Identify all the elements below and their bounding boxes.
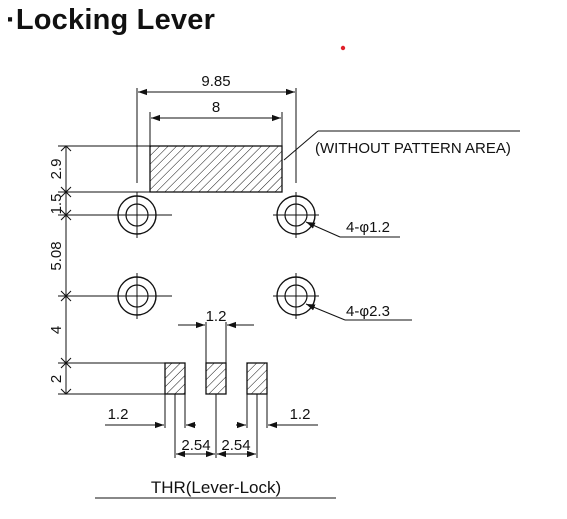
overall-width-label: 9.85 (201, 73, 230, 90)
vertical-dimension-chain: 2.9 1.5 5.08 4 2 (48, 145, 172, 395)
left-offset-label: 1.2 (108, 406, 129, 423)
dimension-left-offset: 1.2 (105, 406, 196, 429)
pad-center (205, 362, 227, 395)
hole-top-right (273, 192, 319, 238)
dimension-overall-width: 9.85 (136, 73, 297, 183)
large-holes-note: 4-φ2.3 (346, 303, 390, 320)
without-pattern-note: (WITHOUT PATTERN AREA) (315, 140, 511, 157)
without-pattern-area (149, 145, 283, 193)
pad-right (246, 362, 268, 395)
accent-dot (340, 45, 346, 51)
dimension-pattern-width: 8 (149, 99, 283, 146)
dimension-right-offset: 1.2 (236, 406, 318, 429)
hole-bottom-left (114, 273, 160, 319)
dim-2-9-label: 2.9 (48, 159, 65, 180)
hole-bottom-right (273, 273, 319, 319)
page-title: ·Locking Lever (6, 4, 216, 36)
pitch-left-label: 2.54 (181, 437, 210, 454)
dimension-pad-width: 1.2 (178, 308, 254, 363)
pitch-right-label: 2.54 (221, 437, 250, 454)
dim-4-label: 4 (48, 326, 65, 334)
small-holes-note: 4-φ1.2 (346, 219, 390, 236)
dim-1-5-label: 1.5 (48, 194, 65, 215)
pattern-width-label: 8 (212, 99, 220, 116)
dim-2-label: 2 (48, 375, 65, 383)
dimension-pitch: 2.54 2.54 (176, 437, 256, 458)
footprint-caption: THR(Lever-Lock) (151, 478, 281, 497)
hole-top-left (114, 192, 160, 238)
right-offset-label: 1.2 (290, 406, 311, 423)
pad-left (164, 362, 186, 395)
pad-width-label: 1.2 (206, 308, 227, 325)
dim-5-08-label: 5.08 (48, 241, 65, 270)
